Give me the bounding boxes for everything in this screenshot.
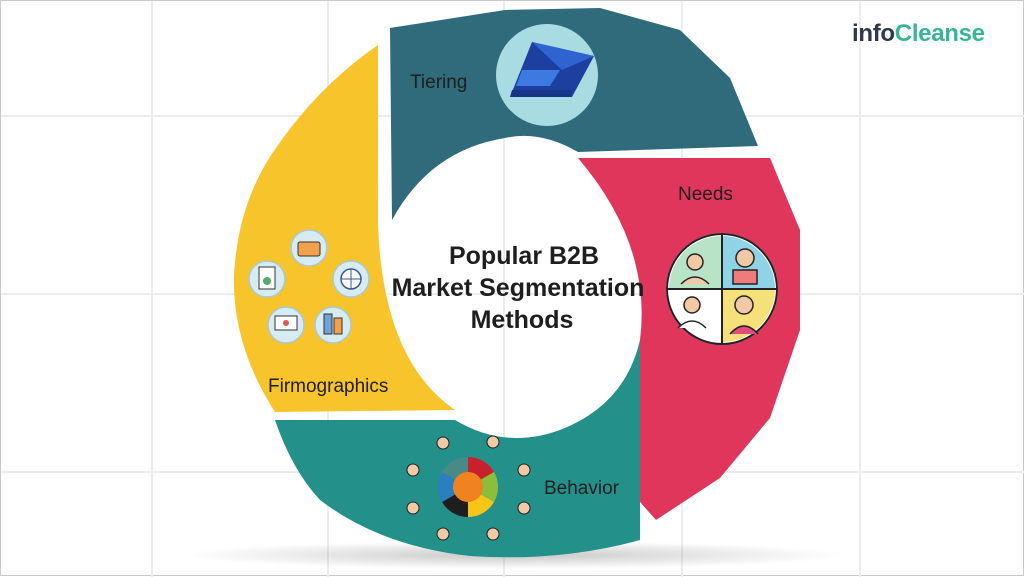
business-data-icons — [248, 229, 370, 344]
segment-label-tiering: Tiering — [410, 72, 467, 93]
center-title-line-2: Market Segmentation — [392, 274, 645, 302]
segment-label-behavior: Behavior — [544, 478, 620, 499]
segment-label-needs: Needs — [678, 184, 733, 205]
logo-part-info: info — [852, 20, 895, 47]
segment-behavior — [275, 340, 640, 558]
logo-part-cleanse: Cleanse — [894, 20, 985, 47]
people-circle-icon — [406, 435, 531, 541]
segment-label-firmographics: Firmographics — [268, 376, 388, 397]
pyramid-icon — [496, 24, 598, 126]
grid-line — [151, 1, 153, 577]
customer-personas-icon — [666, 233, 778, 345]
grid-line — [503, 1, 505, 577]
brand-logo: infoCleanse — [852, 20, 985, 48]
grid-line — [859, 1, 861, 577]
center-title-line-1: Popular B2B — [449, 242, 599, 270]
grid-line — [1, 293, 1024, 295]
center-title-line-3: Methods — [471, 306, 574, 334]
